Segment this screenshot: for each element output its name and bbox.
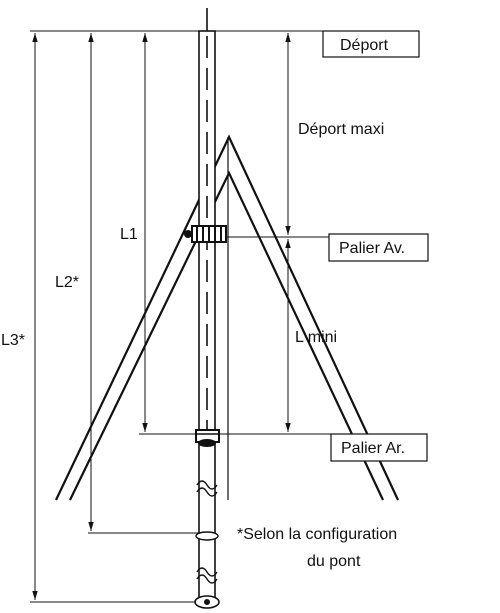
palier-av-label-box [328, 233, 429, 262]
palier-av-label: Palier Av. [339, 240, 405, 257]
deport-maxi-label: Déport maxi [298, 121, 384, 138]
palier-ar-label: Palier Ar. [341, 440, 405, 457]
dimension-lines [32, 33, 291, 600]
l1-label: L1 [120, 226, 138, 243]
l2-label: L2* [55, 274, 79, 291]
rear-bearing [195, 429, 220, 447]
l-mini-label: L mini [295, 329, 337, 346]
deport-label: Déport [340, 37, 389, 54]
note-line-2: du pont [307, 553, 361, 570]
front-bearing [184, 225, 227, 243]
a-frame [55, 134, 399, 501]
l3-label: L3* [1, 332, 25, 349]
note-line-1: *Selon la configuration [237, 526, 397, 543]
mast-shaft [194, 8, 229, 609]
extension-lines [30, 30, 331, 603]
palier-ar-label-box [330, 433, 428, 462]
deport-label-box [322, 30, 420, 58]
